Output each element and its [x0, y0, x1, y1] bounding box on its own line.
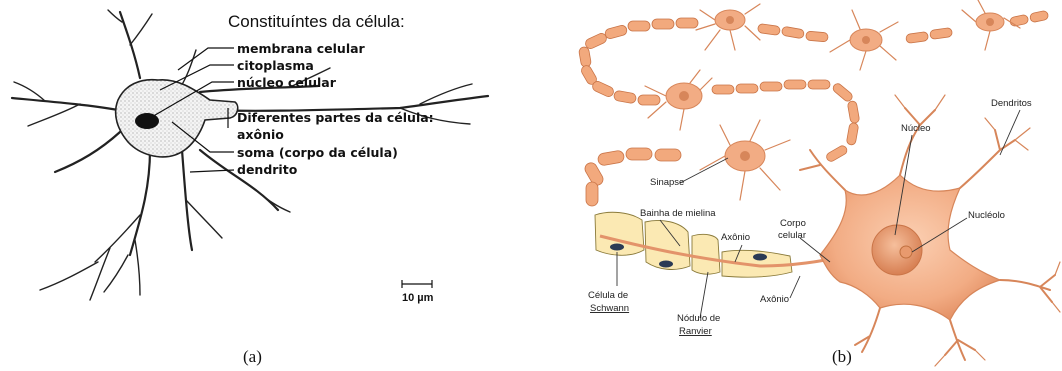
label-axonio-top: Axônio: [721, 232, 750, 243]
label-bainha-mielina: Bainha de mielina: [640, 208, 716, 219]
label-sinapse: Sinapse: [650, 177, 684, 188]
label-citoplasma: citoplasma: [237, 58, 314, 73]
panel-a-svg: Constituíntes da célula: membrana celula…: [0, 0, 530, 371]
label-nucleolo: Nucléolo: [968, 210, 1005, 221]
label-diferentes-partes: Diferentes partes da célula:: [237, 110, 434, 125]
scale-bar: 10 µm: [402, 280, 434, 304]
nucleolus: [900, 246, 912, 258]
myelinated-axon-chain: [578, 10, 1049, 206]
label-celula-de: Célula de: [588, 290, 628, 301]
label-celular: celular: [778, 230, 806, 241]
axon: [205, 96, 488, 111]
label-axonio: axônio: [237, 127, 284, 142]
panel-a-neuron-sketch: Constituíntes da célula: membrana celula…: [0, 0, 530, 371]
label-membrana-celular: membrana celular: [237, 41, 366, 56]
label-nucleo-celular: núcleo celular: [237, 75, 337, 90]
panel-a-title: Constituíntes da célula:: [228, 12, 405, 31]
label-nodulo-de: Nódulo de: [677, 313, 720, 324]
caption-b: (b): [832, 347, 852, 366]
panel-b-neuron-illustration: Dendritos Núcleo Sinapse Bainha de mieli…: [540, 0, 1062, 371]
label-schwann: Schwann: [590, 303, 629, 314]
label-nucleo-b: Núcleo: [901, 123, 931, 134]
label-axonio-bottom: Axônio: [760, 294, 789, 305]
scale-bar-label: 10 µm: [402, 292, 434, 304]
label-corpo: Corpo: [780, 218, 806, 229]
label-ranvier: Ranvier: [679, 326, 712, 337]
label-dendritos: Dendritos: [991, 98, 1032, 109]
caption-a: (a): [243, 347, 262, 366]
panel-b-svg: Dendritos Núcleo Sinapse Bainha de mieli…: [540, 0, 1062, 371]
label-dendrito: dendrito: [237, 162, 298, 177]
label-soma: soma (corpo da célula): [237, 145, 398, 160]
